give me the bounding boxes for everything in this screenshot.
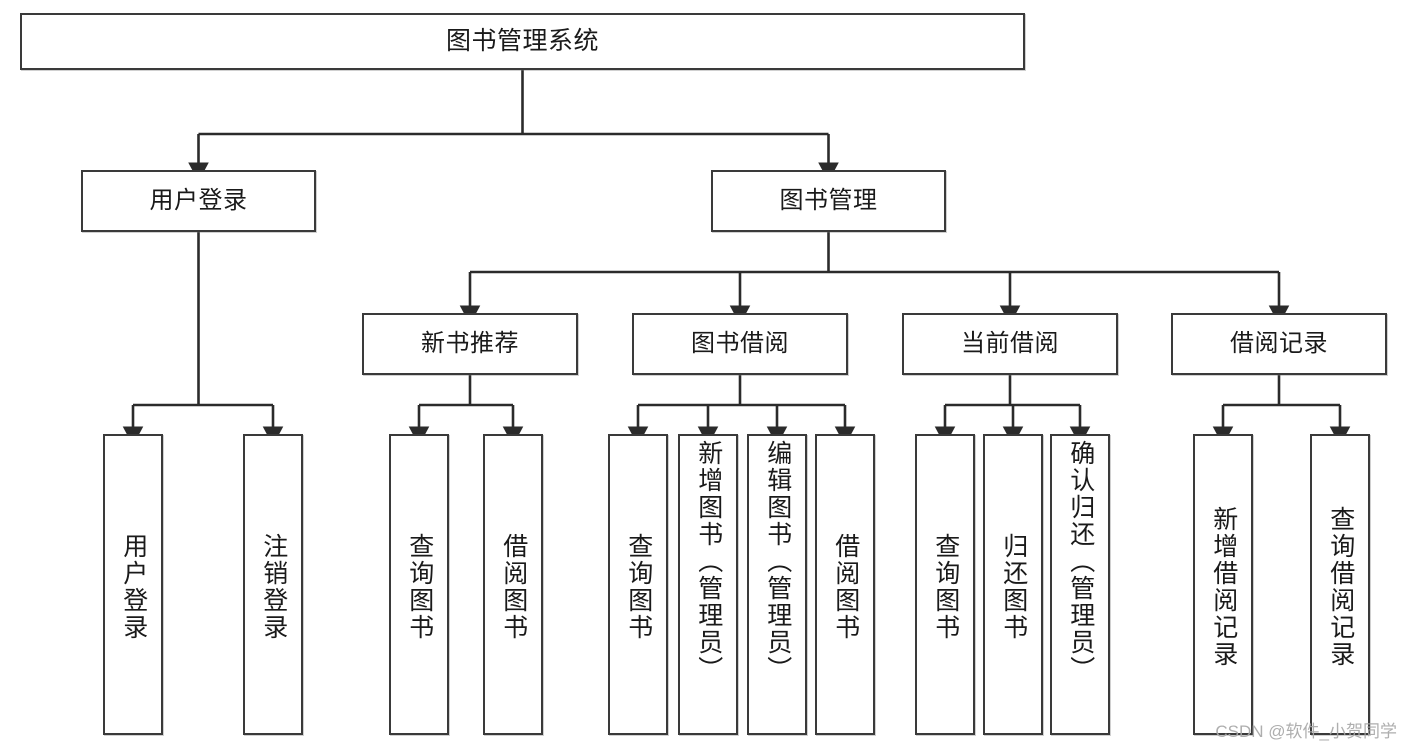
leaf-return-book[interactable]: 归还图书 [983,434,1043,735]
leaf-query-book-recommend-label: 查询图书 [405,532,434,641]
node-book-borrow-label: 图书借阅 [691,329,789,357]
node-book-management-label: 图书管理 [779,186,878,214]
leaf-add-book[interactable]: 新增图书（管理员） [678,434,738,735]
leaf-query-book-borrow-label: 查询图书 [624,532,653,641]
leaf-add-borrow-record-label: 新增借阅记录 [1209,505,1238,668]
node-root[interactable]: 图书管理系统 [20,13,1025,70]
leaf-add-book-label: 新增图书（管理员） [694,440,723,683]
node-book-management[interactable]: 图书管理 [711,170,946,232]
leaf-edit-book-label: 编辑图书（管理员） [763,440,792,683]
leaf-return-book-label: 归还图书 [999,532,1028,641]
leaf-borrow-book-recommend[interactable]: 借阅图书 [483,434,543,735]
node-new-book-recommend-label: 新书推荐 [421,329,519,357]
node-root-label: 图书管理系统 [445,26,599,55]
node-user-login-label: 用户登录 [149,186,248,214]
node-book-borrow[interactable]: 图书借阅 [632,313,848,375]
node-borrow-record-label: 借阅记录 [1230,329,1328,357]
leaf-add-borrow-record[interactable]: 新增借阅记录 [1193,434,1253,735]
leaf-query-borrow-record[interactable]: 查询借阅记录 [1310,434,1370,735]
node-new-book-recommend[interactable]: 新书推荐 [362,313,578,375]
leaf-query-book-current-label: 查询图书 [931,532,960,641]
node-current-borrow-label: 当前借阅 [961,329,1059,357]
leaf-logout[interactable]: 注销登录 [243,434,303,735]
leaf-borrow-book-label: 借阅图书 [831,532,860,641]
leaf-borrow-book[interactable]: 借阅图书 [815,434,875,735]
leaf-confirm-return-label: 确认归还（管理员） [1066,440,1095,683]
leaf-user-login-label: 用户登录 [119,532,148,641]
node-current-borrow[interactable]: 当前借阅 [902,313,1118,375]
leaf-query-book-current[interactable]: 查询图书 [915,434,975,735]
leaf-query-book-recommend[interactable]: 查询图书 [389,434,449,735]
node-borrow-record[interactable]: 借阅记录 [1171,313,1387,375]
leaf-user-login[interactable]: 用户登录 [103,434,163,735]
leaf-query-borrow-record-label: 查询借阅记录 [1326,505,1355,668]
leaf-query-book-borrow[interactable]: 查询图书 [608,434,668,735]
watermark: CSDN @软件_小贺同学 [1215,722,1397,741]
leaf-logout-label: 注销登录 [259,532,288,641]
leaf-borrow-book-recommend-label: 借阅图书 [499,532,528,641]
leaf-edit-book[interactable]: 编辑图书（管理员） [747,434,807,735]
leaf-confirm-return[interactable]: 确认归还（管理员） [1050,434,1110,735]
node-user-login[interactable]: 用户登录 [81,170,316,232]
